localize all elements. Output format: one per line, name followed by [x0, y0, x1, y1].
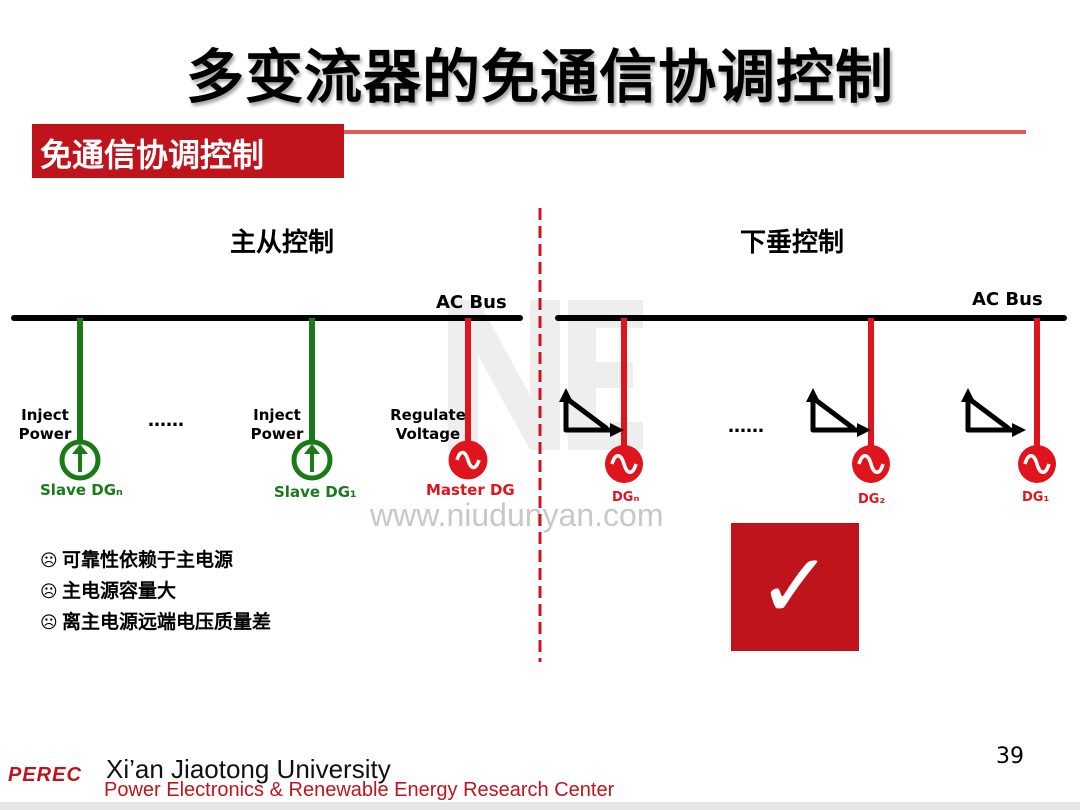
droop-icon-dg-2: [806, 388, 871, 437]
droop-heading: 下垂控制: [740, 228, 845, 258]
check-icon: ✓: [757, 534, 833, 639]
master-slave-heading: 主从控制: [230, 228, 335, 258]
dg-2-icon: [852, 445, 890, 483]
left-ellipsis: ……: [148, 410, 184, 431]
master-action-label: Regulate Voltage: [390, 406, 466, 443]
dg-2-label: DG₂: [858, 492, 886, 507]
section-bar: [32, 124, 344, 178]
dg-n-label: DGₙ: [612, 490, 640, 505]
slave-n-action-label: Inject Power: [18, 406, 72, 443]
ne-watermark-logo: [448, 300, 643, 450]
frown-icon: ☹: [40, 582, 58, 602]
watermark: www.niudunyan.com: [370, 497, 664, 533]
right-ellipsis: ……: [728, 416, 764, 437]
frown-icon: ☹: [40, 613, 58, 633]
droop-icon-dg-n: [559, 388, 624, 437]
slave-dg-n-label: Slave DGₙ: [40, 481, 123, 499]
master-dg-label: Master DG: [426, 481, 515, 499]
droop-icon-dg-1: [961, 388, 1026, 437]
left-bus-label: AC Bus: [436, 292, 507, 313]
section-label: 免通信协调控制: [40, 136, 265, 174]
dg-1-label: DG₁: [1022, 490, 1050, 505]
drawback-item: ☹可靠性依赖于主电源: [40, 545, 271, 576]
dg-1-icon: [1018, 445, 1056, 483]
slave-dg-n-icon: [59, 439, 101, 481]
slide-title: 多变流器的免通信协调控制: [185, 43, 894, 111]
slave-dg-1-label: Slave DG₁: [274, 483, 357, 501]
check-box: [731, 523, 859, 651]
section-divider: [344, 130, 1026, 134]
frown-icon: ☹: [40, 551, 58, 571]
page-number: 39: [996, 744, 1024, 769]
master-dg-icon: [448, 440, 488, 480]
perec-logo: PEREC: [8, 764, 82, 786]
research-center-name: Power Electronics & Renewable Energy Res…: [104, 779, 615, 801]
footer-bar: [0, 802, 1080, 810]
drawback-list: ☹可靠性依赖于主电源 ☹主电源容量大 ☹离主电源远端电压质量差: [40, 545, 271, 638]
right-bus-label: AC Bus: [972, 289, 1043, 310]
dg-n-icon: [605, 445, 643, 483]
drawback-item: ☹离主电源远端电压质量差: [40, 607, 271, 638]
slave-1-action-label: Inject Power: [250, 406, 304, 443]
drawback-item: ☹主电源容量大: [40, 576, 271, 607]
university-name: Xi’an Jiaotong University: [106, 754, 391, 784]
slave-dg-1-icon: [291, 439, 333, 481]
